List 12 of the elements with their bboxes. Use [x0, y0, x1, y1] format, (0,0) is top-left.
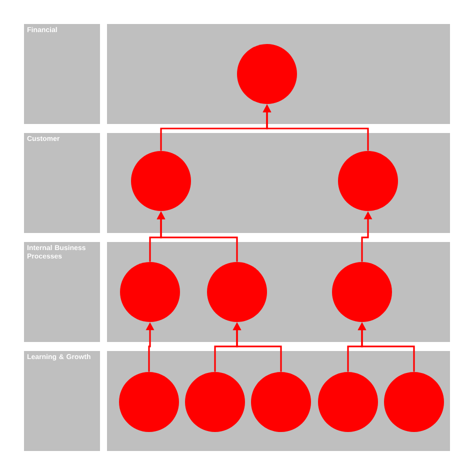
circle — [384, 372, 444, 432]
circle — [251, 372, 311, 432]
circle — [237, 44, 297, 104]
circle — [119, 372, 179, 432]
circle — [131, 151, 191, 211]
circle — [332, 262, 392, 322]
circle — [207, 262, 267, 322]
circle — [120, 262, 180, 322]
row-band — [107, 24, 450, 124]
circle — [338, 151, 398, 211]
circle — [318, 372, 378, 432]
circle — [185, 372, 245, 432]
